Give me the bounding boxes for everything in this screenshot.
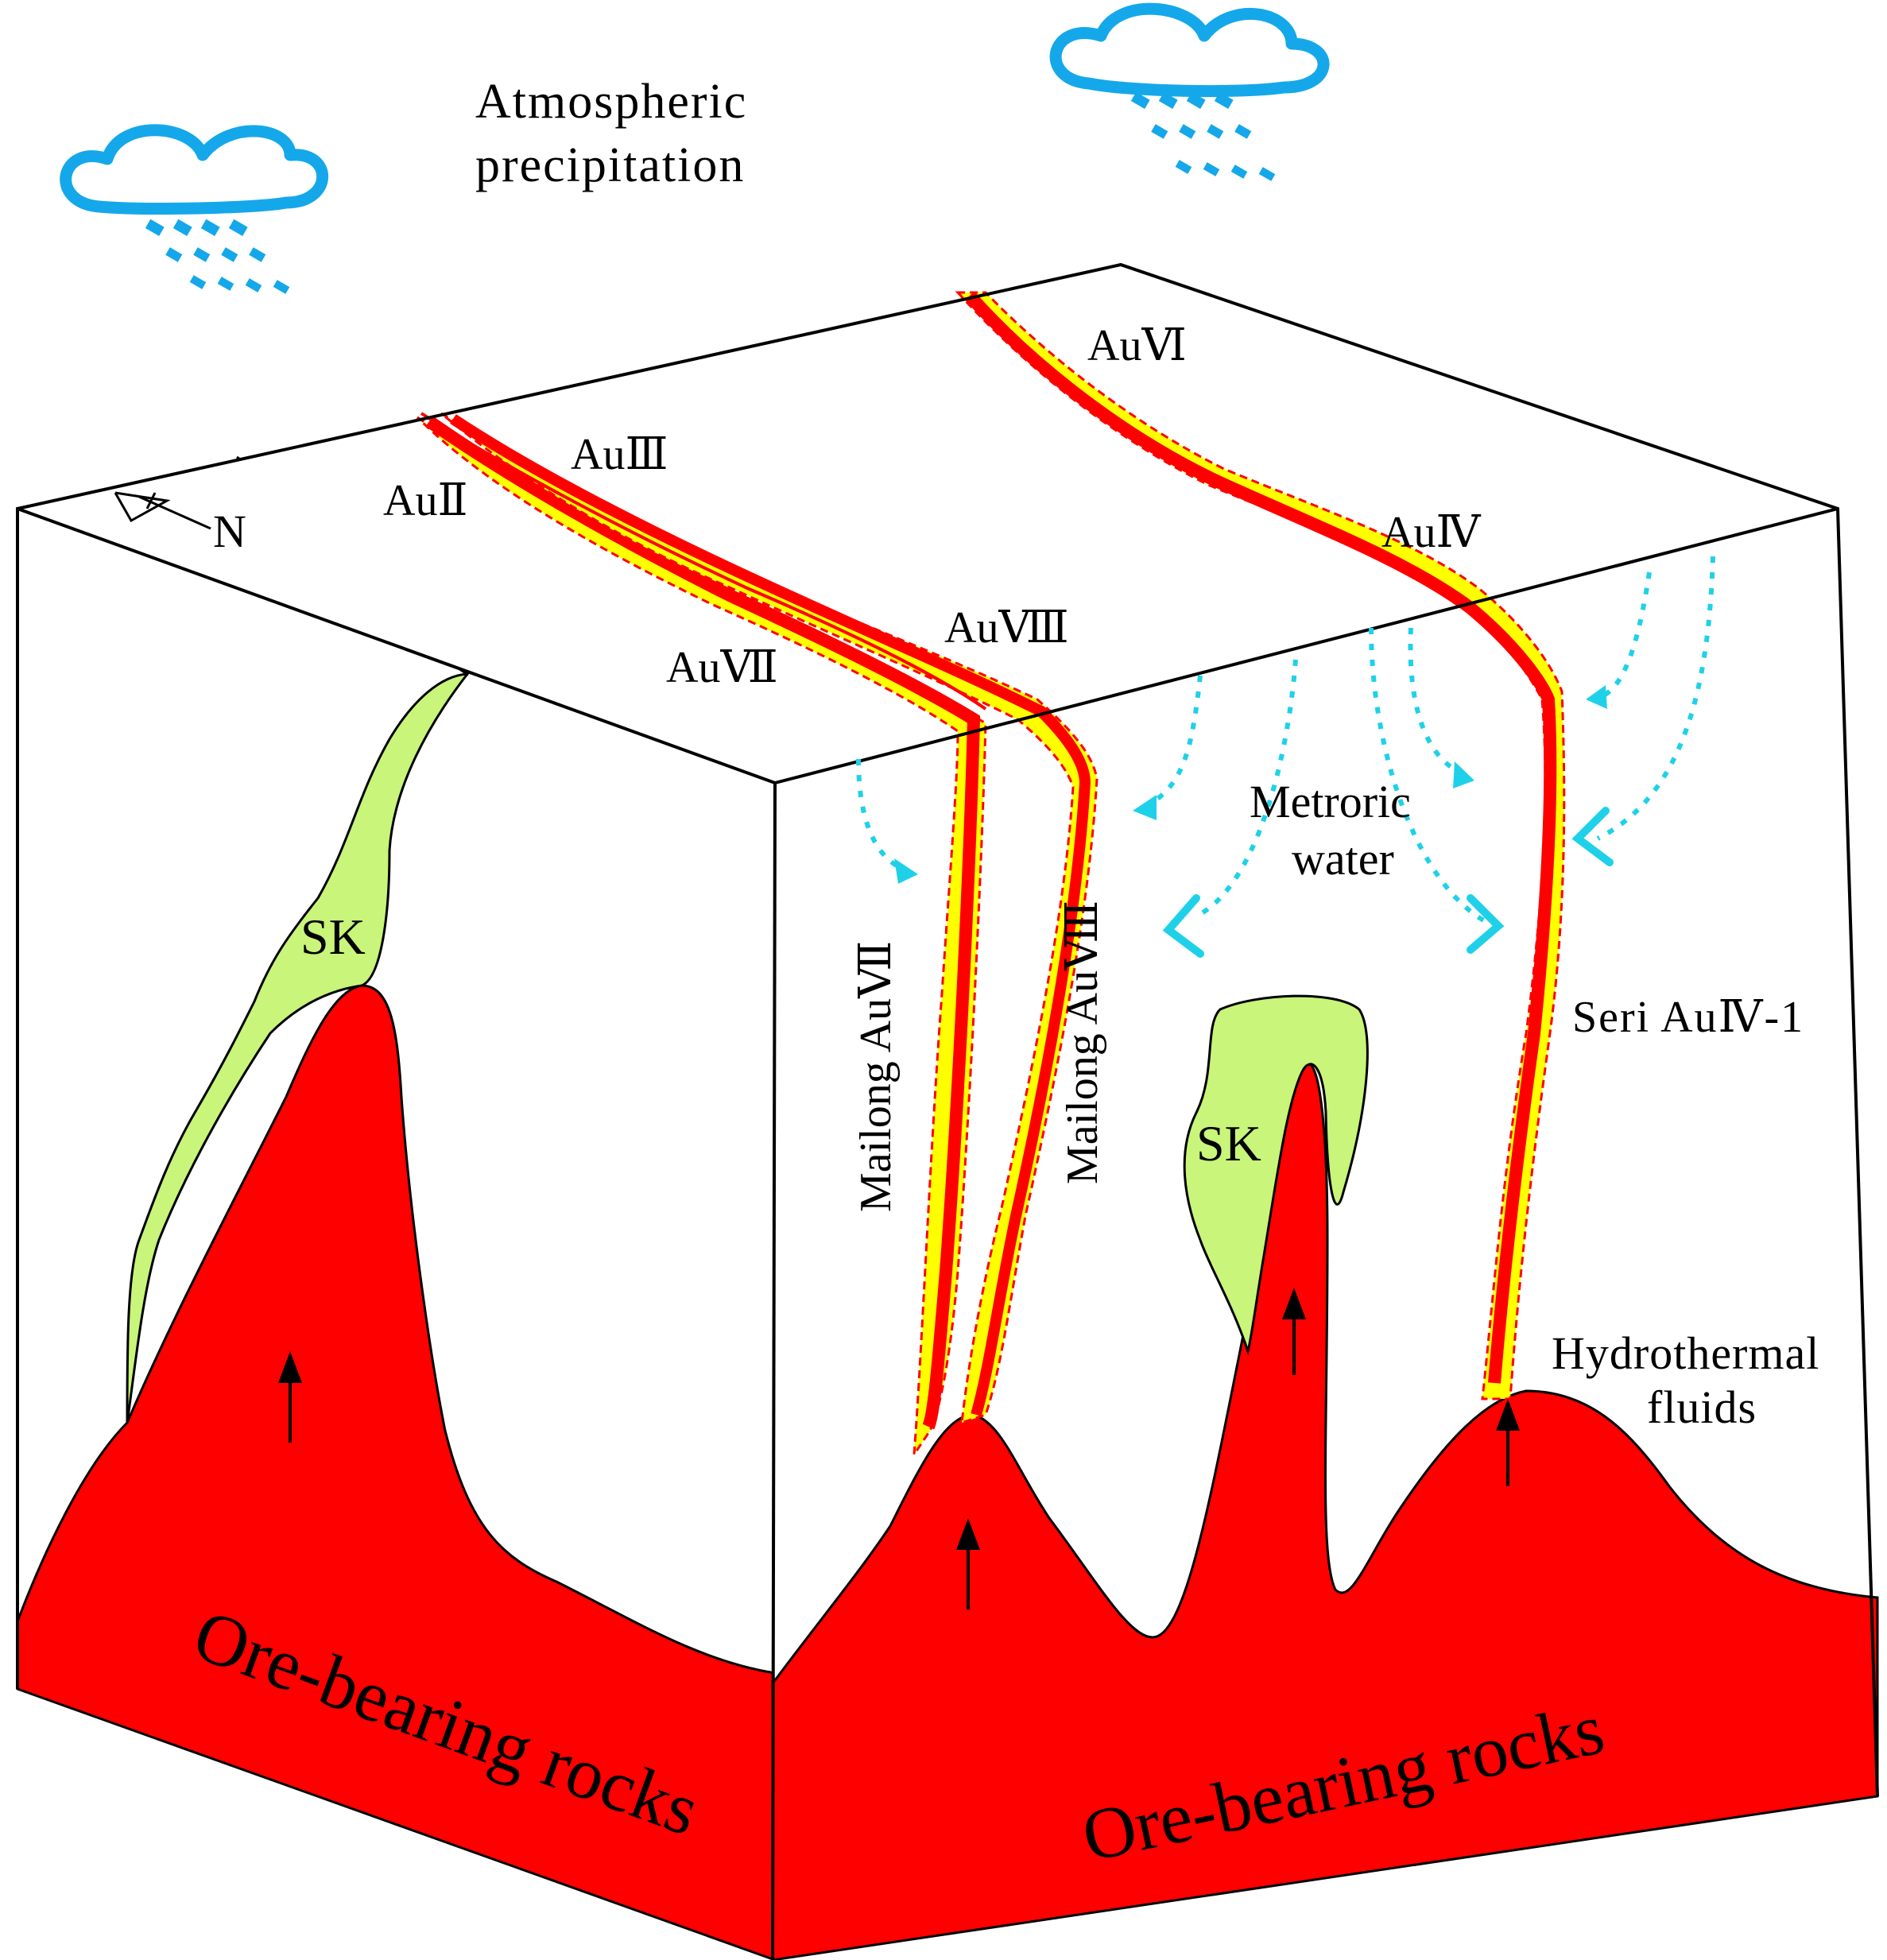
north-arrow-icon [114, 491, 211, 530]
up-arrow-icon [278, 1351, 302, 1443]
vein-au3-au8 [440, 412, 1098, 1425]
sk-left-label: SK [300, 908, 366, 965]
water-flow-arrow-icon [894, 685, 1607, 884]
au8-label: AuⅧ [944, 603, 1069, 653]
vein-au6-au4 [955, 291, 1566, 1400]
mailong7-label: Mailong AuⅦ [851, 941, 901, 1212]
water-flow-arrow-icon [1162, 807, 1614, 958]
north-label: N [213, 505, 246, 557]
rain-cloud-icon [60, 124, 329, 294]
metroric-label-line2: water [1292, 833, 1394, 885]
au6-label: AuⅥ [1087, 321, 1187, 370]
cube-outline [16, 262, 1879, 1960]
up-arrow-icon [956, 1518, 980, 1609]
up-arrow-icon [1496, 1399, 1520, 1486]
skarn-right [1183, 994, 1369, 1356]
atmospheric-label-line2: precipitation [475, 138, 745, 192]
au7-label: AuⅦ [666, 643, 778, 692]
hydrothermal-label-line2: fluids [1647, 1381, 1757, 1433]
atmospheric-label-line1: Atmospheric [475, 75, 747, 129]
seri-label: Seri AuⅣ-1 [1572, 993, 1804, 1042]
au4-label: AuⅣ [1381, 508, 1481, 557]
top-face [17, 265, 1838, 783]
au3-label: AuⅢ [571, 430, 668, 479]
metroric-label-line1: Metroric [1250, 776, 1411, 827]
vein-au2-au7 [416, 416, 987, 1459]
rain-cloud-icon [1049, 2, 1330, 181]
vein-au2-edge [420, 412, 987, 711]
au2-label: AuⅡ [383, 476, 468, 525]
sk-right-label: SK [1196, 1115, 1261, 1172]
hydrothermal-label-line1: Hydrothermal [1552, 1327, 1819, 1379]
mailong8-label: Mailong AuⅧ [1058, 901, 1107, 1184]
up-arrow-icon [1282, 1288, 1306, 1375]
ore-body-left [16, 984, 777, 1960]
skarn-left [126, 455, 470, 1424]
